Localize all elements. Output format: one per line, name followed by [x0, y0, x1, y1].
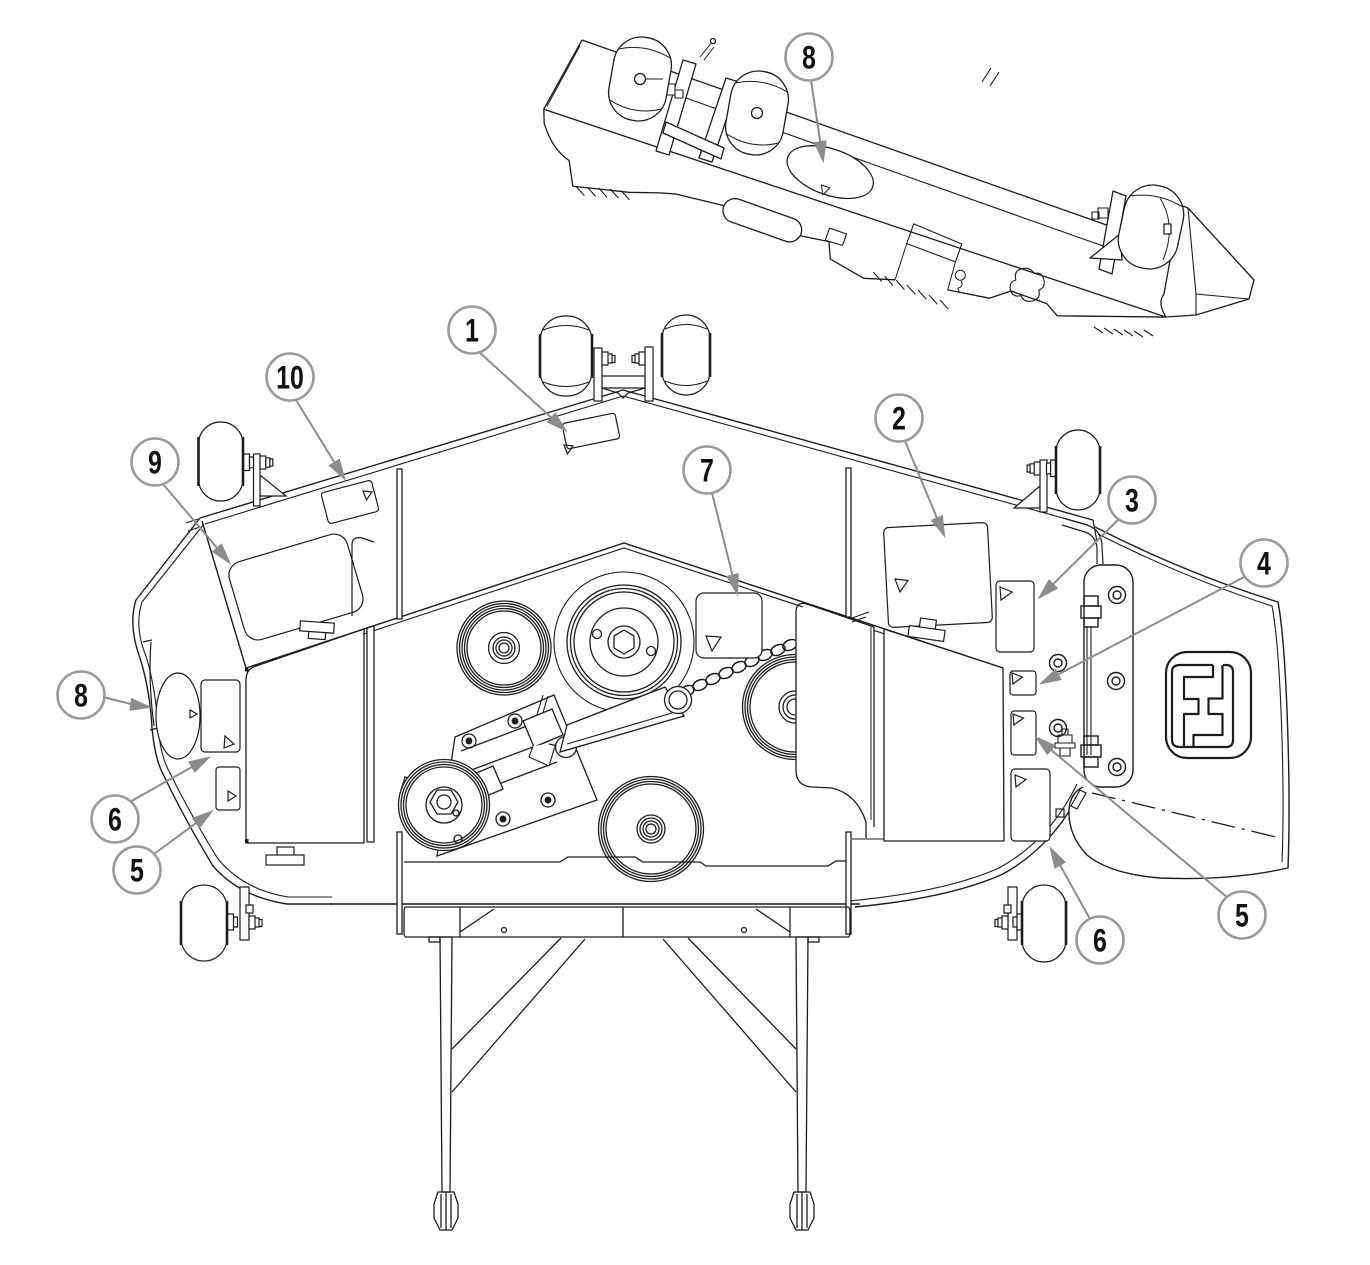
- svg-text:1: 1: [465, 314, 479, 350]
- svg-text:4: 4: [1257, 547, 1271, 583]
- svg-text:9: 9: [148, 446, 162, 482]
- svg-text:8: 8: [74, 679, 88, 715]
- svg-text:5: 5: [130, 854, 144, 890]
- svg-text:10: 10: [276, 361, 304, 397]
- svg-text:7: 7: [700, 454, 714, 490]
- svg-text:2: 2: [892, 402, 906, 438]
- svg-text:6: 6: [108, 803, 122, 839]
- svg-text:3: 3: [1125, 484, 1139, 520]
- svg-text:8: 8: [802, 41, 816, 77]
- svg-text:6: 6: [1093, 924, 1107, 960]
- svg-text:5: 5: [1235, 899, 1249, 935]
